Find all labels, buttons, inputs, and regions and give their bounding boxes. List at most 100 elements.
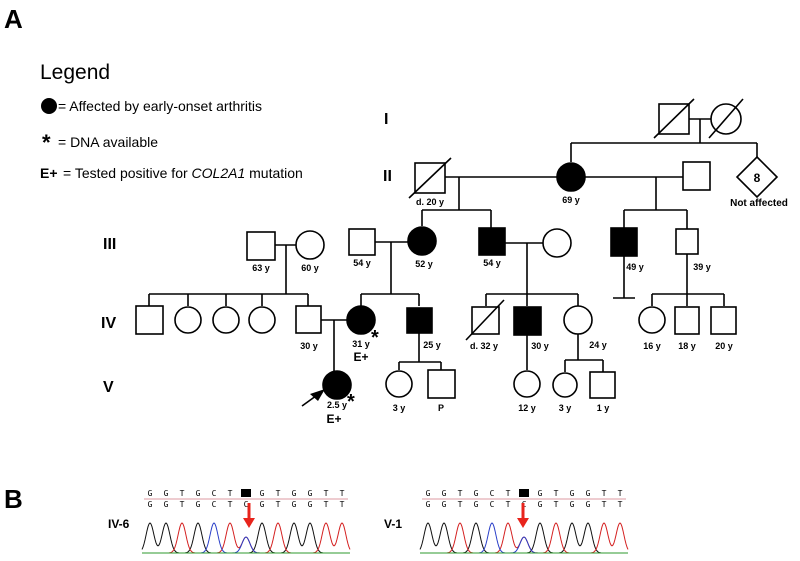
base-call-sample: G [586,500,591,509]
proband-arrow-icon [310,389,325,401]
pedigree-female-III-4-affected [407,226,437,256]
pedigree-male-III-7-affected [610,227,638,257]
pedigree-male-IV-12 [674,306,700,335]
base-call-sample: G [260,500,265,509]
base-call-reference: T [228,489,233,498]
pedigree-male-III-5-affected [478,227,506,256]
base-call-sample: G [148,500,153,509]
age-label-IV-12: 18 y [678,341,696,351]
generation-label-4: IV [101,315,116,332]
chromatogram-label-iv-6: IV-6 [108,517,130,531]
age-label-V-1: 2.5 y [327,400,347,410]
base-call-sample: G [538,500,543,509]
base-call-reference: T [324,489,329,498]
base-call-sample: C [490,500,495,509]
age-label-III-2: 60 y [301,263,319,273]
age-label-IV-11: 16 y [643,341,661,351]
chromatogram-label-v-1: V-1 [384,517,402,531]
base-call-sample: G [164,500,169,509]
age-label-III-5: 54 y [483,258,501,268]
highlighted-base-box [519,489,529,497]
mutation-arrow-icon [517,503,529,528]
base-call-reference: T [180,489,185,498]
deceased-slash [708,98,744,139]
pedigree-female-II-2-affected [556,162,586,192]
dna-available-mark: * [347,391,355,413]
generation-label-1: I [384,111,388,128]
base-call-sample: T [554,500,559,509]
pedigree-female-V-4 [513,370,541,398]
pedigree-male-III-8 [675,228,699,255]
pedigree-male-IV-7-affected [406,307,433,334]
trace-iv-6 [141,522,351,554]
generation-2: d. 20 y 69 y 8 Not affected [408,155,788,229]
base-call-sample: T [180,500,185,509]
age-label-V-2: 3 y [393,403,406,413]
base-call-reference: G [474,489,479,498]
age-label-II-1: d. 20 y [416,197,444,207]
pedigree-male-IV-9-affected [513,306,542,336]
pedigree-sibship-diamond [735,155,779,199]
base-call-reference: G [196,489,201,498]
eplus-mark-V-1: E+ [326,412,341,426]
base-call-reference: C [212,489,217,498]
deceased-slash [653,98,695,139]
age-label-III-3: 54 y [353,258,371,268]
deceased-slash [408,157,452,199]
pedigree-female-V-5 [552,372,578,398]
age-label-IV-13: 20 y [715,341,733,351]
base-call-sample: T [228,500,233,509]
age-label-IV-8: d. 32 y [470,341,498,351]
legend: Legend = Affected by early-onset arthrit… [40,61,303,181]
base-call-reference: G [148,489,153,498]
age-label-IV-6: 31 y [352,339,370,349]
age-label-IV-9: 30 y [531,341,549,351]
age-label-IV-5: 30 y [300,341,318,351]
sibship-status: Not affected [730,198,788,209]
age-label-V-6: 1 y [597,403,610,413]
pedigree-male-V-3 [427,369,456,399]
pedigree-male-II-3 [682,161,711,191]
pedigree-female-III-6 [542,228,572,258]
generation-label-2: II [383,168,392,185]
base-call-sample: T [458,500,463,509]
mutation-arrow-icon [243,503,255,528]
pedigree-male-V-6 [589,371,616,399]
age-label-III-1: 63 y [252,263,270,273]
pedigree-male-IV-1 [135,305,164,335]
base-call-reference: G [570,489,575,498]
highlighted-base-box [241,489,251,497]
base-call-reference: T [554,489,559,498]
pedigree-female-IV-2 [174,306,202,334]
base-call-sample: T [602,500,607,509]
base-call-sample: G [442,500,447,509]
trace-v-1 [419,522,629,554]
age-label-III-7: 49 y [626,262,644,272]
base-call-sample: G [474,500,479,509]
pedigree-female-III-2 [295,230,325,260]
pedigree-female-IV-11 [638,306,666,334]
legend-eplus-text: = Tested positive for COL2A1 mutation [63,165,303,181]
pedigree-female-IV-10 [563,305,593,335]
base-call-reference: T [506,489,511,498]
base-call-reference: C [244,489,249,498]
legend-dna-text: = DNA available [58,134,158,150]
base-call-reference: T [458,489,463,498]
base-call-reference: G [292,489,297,498]
base-call-sample: C [212,500,217,509]
age-label-IV-7: 25 y [423,340,441,350]
base-call-reference: T [618,489,623,498]
legend-affected-text: = Affected by early-onset arthritis [58,98,262,114]
base-call-reference: G [426,489,431,498]
base-call-reference: C [490,489,495,498]
base-call-reference: G [442,489,447,498]
age-label-V-5: 3 y [559,403,572,413]
legend-affected-symbol [41,98,57,114]
pedigree-male-III-1 [246,231,276,261]
base-call-sample: G [196,500,201,509]
generation-label-3: III [103,236,116,253]
